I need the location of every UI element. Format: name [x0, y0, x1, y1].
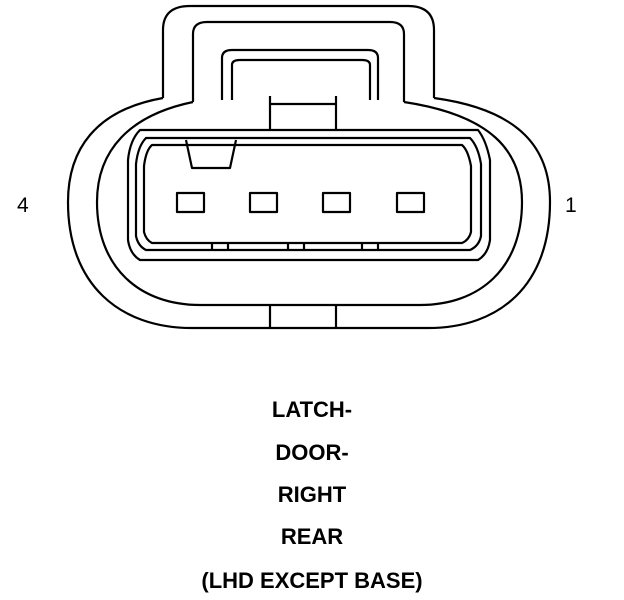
terminal-pin-2 [321, 191, 352, 214]
caption-line-5: (LHD EXCEPT BASE) [201, 568, 423, 593]
terminal-pin-1 [395, 191, 426, 214]
lock-tab-outer [161, 4, 436, 98]
caption-line-3: RIGHT [277, 482, 347, 507]
latch-outer [220, 48, 380, 100]
lock-tab-inner [191, 20, 406, 102]
cavity-face-inner [142, 143, 473, 245]
terminal-pin-4 [175, 191, 206, 214]
connector-outer-shell [66, 96, 552, 330]
pin-label-left: 4 [17, 194, 29, 217]
terminal-pin-3 [248, 191, 279, 214]
keying-notch [184, 139, 238, 170]
caption-line-2: DOOR- [275, 440, 349, 465]
bottom-tab [268, 305, 338, 328]
caption-line-1: LATCH- [271, 397, 353, 422]
latch-inner [230, 58, 372, 100]
cavity-face-middle [134, 136, 483, 252]
pin-label-right: 1 [565, 194, 577, 217]
cavity-face-outer [126, 128, 492, 262]
caption-line-4: REAR [280, 524, 344, 549]
connector-inner-shell [95, 100, 524, 307]
